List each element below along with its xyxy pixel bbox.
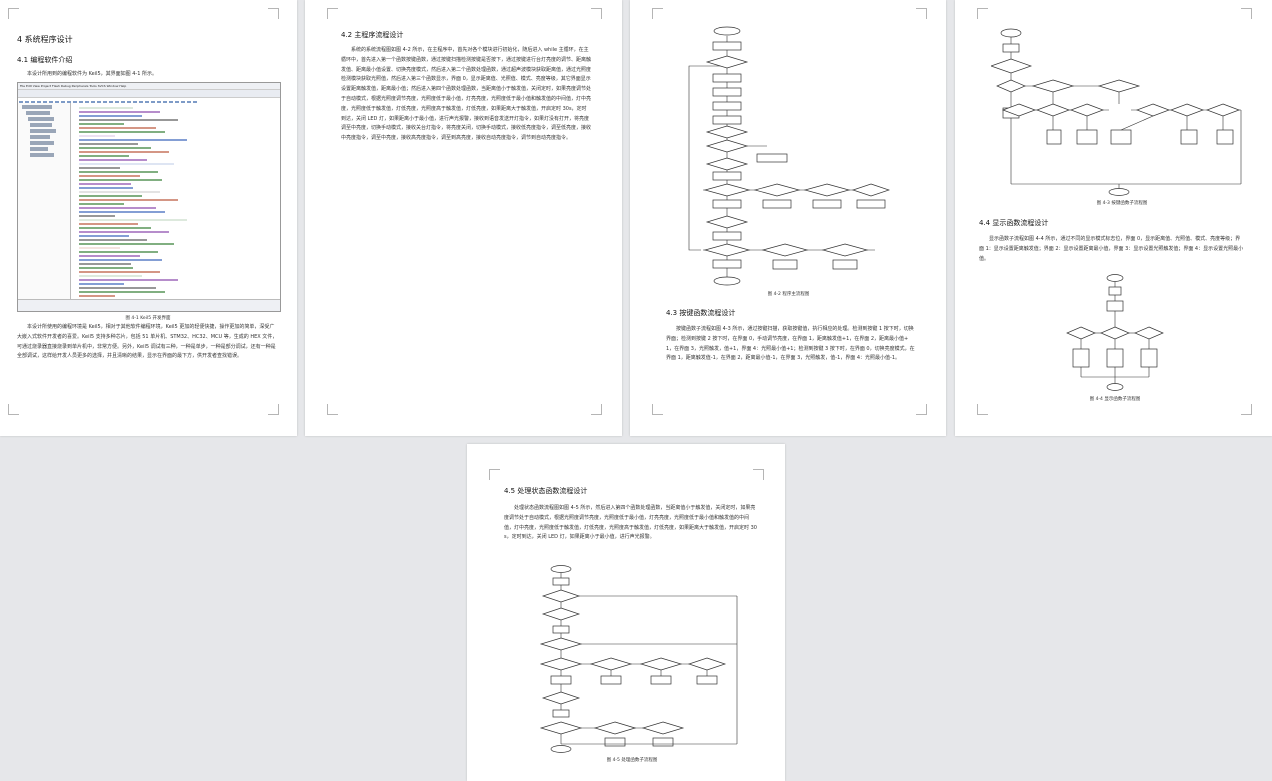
code-line bbox=[79, 135, 115, 137]
body-paragraph: 系统的系统流程图如图 4-2 所示，在主程序中，首先对各个模块进行初始化，随后进… bbox=[341, 47, 592, 142]
code-line bbox=[79, 279, 178, 281]
code-line bbox=[79, 111, 160, 113]
section-heading: 4.4 显示函数流程设计 bbox=[979, 219, 1049, 227]
code-line bbox=[79, 215, 115, 217]
margin-mark bbox=[8, 8, 19, 19]
section-heading: 4.5 处理状态函数流程设计 bbox=[504, 487, 588, 495]
code-line bbox=[79, 131, 165, 133]
margin-mark bbox=[591, 8, 602, 19]
process-function-flowchart bbox=[539, 565, 738, 753]
code-line bbox=[79, 163, 174, 165]
code-line bbox=[79, 259, 162, 261]
code-line bbox=[79, 247, 120, 249]
body-paragraph: 按键函数子流程如图 4-3 所示，通过按键扫描，获取按键值，执行相应的处理。检测… bbox=[666, 326, 915, 362]
code-line bbox=[79, 291, 165, 293]
figure-caption: 图 4-2 程序主流程图 bbox=[767, 292, 810, 297]
code-line bbox=[79, 123, 124, 125]
code-line bbox=[79, 167, 120, 169]
code-line bbox=[79, 147, 151, 149]
code-line bbox=[79, 239, 147, 241]
ide-build-output bbox=[18, 299, 280, 311]
code-line bbox=[79, 127, 156, 129]
chapter-heading: 4 系统程序设计 bbox=[17, 35, 73, 44]
figure-caption: 图 4-5 处理函数子流程图 bbox=[606, 758, 658, 763]
document-page-3: 图 4-2 程序主流程图 4.3 按键函数流程设计 按键函数子流程如图 4-3 … bbox=[630, 0, 946, 436]
code-line bbox=[79, 151, 169, 153]
margin-mark bbox=[489, 469, 500, 480]
code-line bbox=[79, 271, 160, 273]
code-line bbox=[79, 107, 133, 109]
code-line bbox=[79, 199, 178, 201]
margin-mark bbox=[591, 404, 602, 415]
body-paragraph: 本设计所使用的编程环境是 Keil5，相对于其他软件编程环境，Keil5 更加的… bbox=[17, 324, 278, 360]
document-page-5: 4.5 处理状态函数流程设计 处理状态函数流程图如图 4-5 所示，然后进入第四… bbox=[467, 444, 785, 781]
code-line bbox=[79, 159, 147, 161]
code-line bbox=[79, 155, 129, 157]
margin-mark bbox=[327, 8, 338, 19]
document-page-1: 4 系统程序设计 4.1 编程软件介绍 本设计所用到的编程软件为 Keil5，其… bbox=[0, 0, 297, 436]
code-line bbox=[79, 243, 174, 245]
margin-mark bbox=[1241, 404, 1252, 415]
ide-menu-bar: File Edit View Project Flash Debug Perip… bbox=[18, 83, 280, 90]
code-line bbox=[79, 231, 169, 233]
margin-mark bbox=[916, 8, 927, 19]
code-line bbox=[79, 263, 132, 265]
margin-mark bbox=[1241, 8, 1252, 19]
figure-caption: 图 4-1 Keil5 开发界面 bbox=[125, 316, 171, 321]
ide-toolbar bbox=[18, 90, 280, 105]
code-line bbox=[79, 195, 142, 197]
margin-mark bbox=[652, 8, 663, 19]
code-line bbox=[79, 283, 124, 285]
code-line bbox=[79, 179, 162, 181]
margin-mark bbox=[268, 404, 279, 415]
code-line bbox=[79, 139, 187, 141]
intro-paragraph: 本设计所用到的编程软件为 Keil5，其界面如图 4-1 所示。 bbox=[27, 71, 158, 77]
code-line bbox=[79, 119, 178, 121]
main-flowchart bbox=[688, 26, 890, 286]
margin-mark bbox=[977, 404, 988, 415]
display-function-flowchart bbox=[1066, 274, 1164, 391]
body-paragraph: 显示函数子流程如图 4-4 所示，通过不同的显示模式标志位，界面 0，显示距离值… bbox=[979, 236, 1244, 262]
code-line bbox=[79, 255, 141, 257]
code-line bbox=[79, 219, 187, 221]
margin-mark bbox=[8, 404, 19, 415]
margin-mark bbox=[327, 404, 338, 415]
ide-project-tree bbox=[18, 103, 71, 299]
figure-caption: 图 4-4 显示函数子流程图 bbox=[1089, 397, 1141, 402]
document-page-2: 4.2 主程序流程设计 系统的系统流程图如图 4-2 所示，在主程序中，首先对各… bbox=[305, 0, 622, 436]
code-line bbox=[79, 235, 129, 237]
code-line bbox=[79, 171, 159, 173]
code-line bbox=[79, 191, 160, 193]
body-paragraph: 处理状态函数流程图如图 4-5 所示，然后进入第四个函数处理函数，当距离值小于触… bbox=[504, 505, 757, 541]
code-line bbox=[79, 115, 142, 117]
code-line bbox=[79, 175, 141, 177]
code-line bbox=[79, 227, 151, 229]
figure-caption: 图 4-3 按键函数子流程图 bbox=[1096, 201, 1148, 206]
margin-mark bbox=[652, 404, 663, 415]
code-line bbox=[79, 207, 156, 209]
key-function-flowchart bbox=[991, 28, 1242, 196]
section-heading: 4.1 编程软件介绍 bbox=[17, 56, 73, 64]
margin-mark bbox=[268, 8, 279, 19]
margin-mark bbox=[753, 469, 764, 480]
section-heading: 4.3 按键函数流程设计 bbox=[666, 309, 736, 317]
code-line bbox=[79, 251, 159, 253]
code-line bbox=[79, 183, 132, 185]
code-line bbox=[79, 143, 138, 145]
section-heading: 4.2 主程序流程设计 bbox=[341, 31, 404, 39]
code-line bbox=[79, 287, 156, 289]
code-line bbox=[79, 223, 138, 225]
code-line bbox=[79, 267, 133, 269]
margin-mark bbox=[977, 8, 988, 19]
keil5-ide-screenshot: File Edit View Project Flash Debug Perip… bbox=[17, 82, 281, 312]
margin-mark bbox=[916, 404, 927, 415]
document-page-4: 图 4-3 按键函数子流程图 4.4 显示函数流程设计 显示函数子流程如图 4-… bbox=[955, 0, 1272, 436]
code-line bbox=[79, 275, 142, 277]
code-line bbox=[79, 211, 165, 213]
code-line bbox=[79, 187, 133, 189]
code-line bbox=[79, 203, 124, 205]
code-line bbox=[79, 295, 115, 297]
ide-code-editor bbox=[71, 103, 280, 299]
